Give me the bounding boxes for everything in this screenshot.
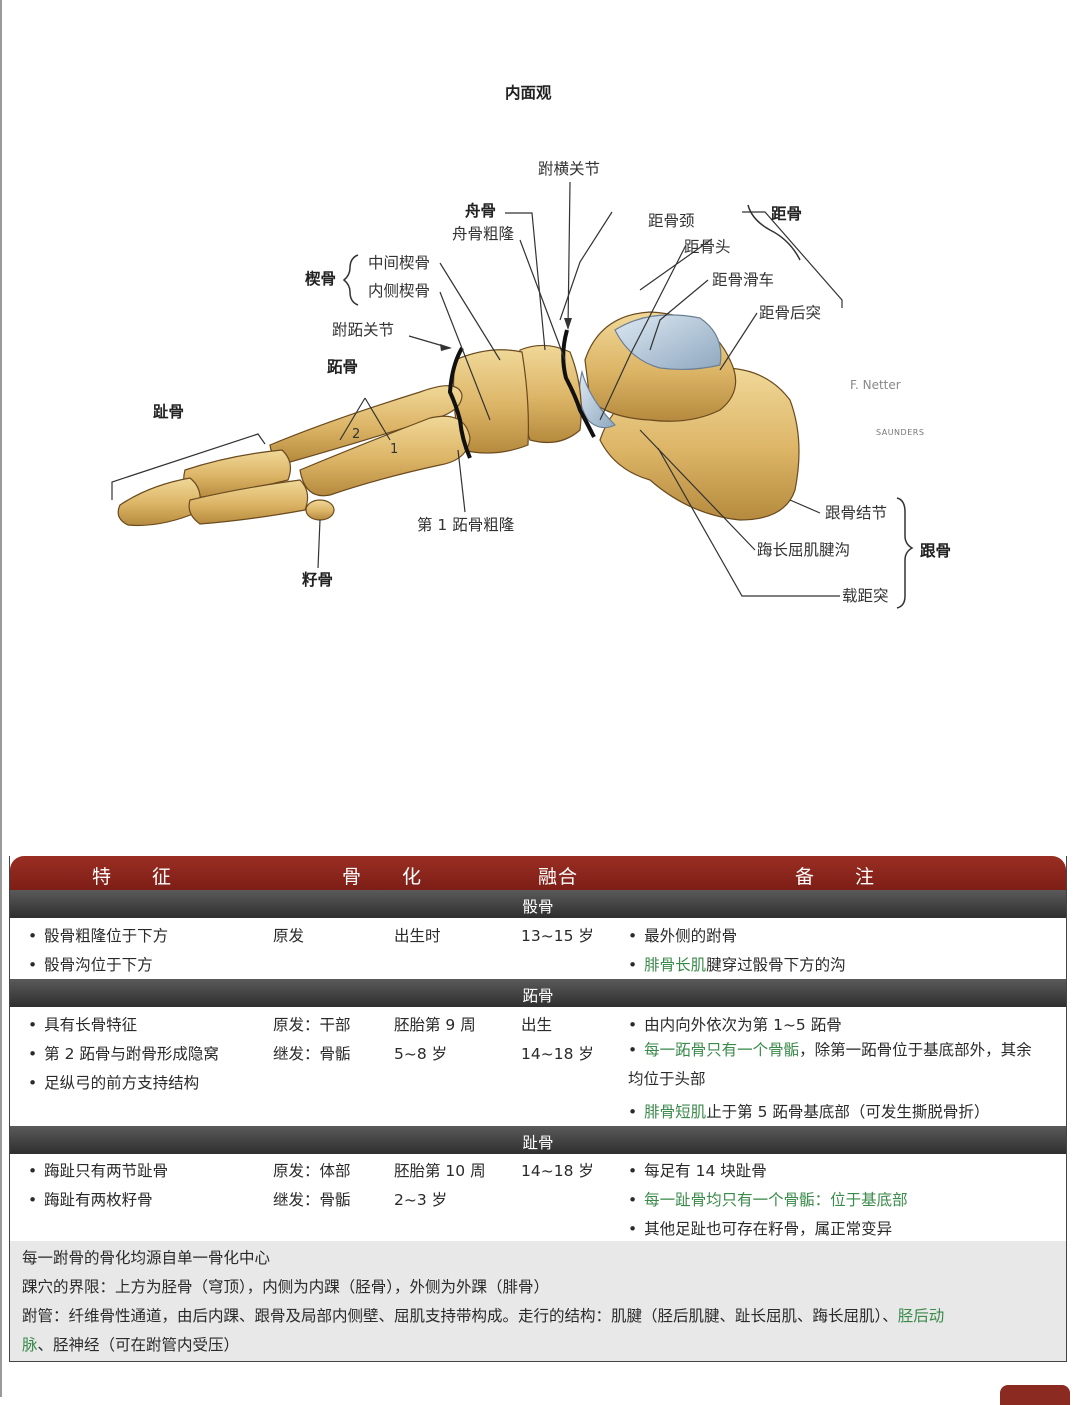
label-metatarsal-2: 2: [352, 427, 361, 442]
label-cuneiform: 楔骨: [305, 270, 337, 288]
note-item: 最外侧的跗骨: [628, 924, 737, 946]
feature-item: 足纵弓的前方支持结构: [28, 1071, 199, 1093]
ossification-type: 原发: [273, 927, 305, 945]
note-item: 其他足趾也可存在籽骨，属正常变异: [628, 1217, 892, 1239]
ossification-type: 继发：骨骺: [273, 1191, 351, 1209]
section-cuboid: 骰骨: [10, 890, 1066, 918]
fusion-time: 14~18 岁: [521, 1045, 594, 1063]
label-talus-trochlea: 距骨滑车: [712, 271, 775, 289]
fusion-time: 出生: [521, 1016, 553, 1034]
label-calcaneal-tuberosity: 跟骨结节: [825, 504, 888, 522]
label-metatarsal-1: 1: [390, 442, 399, 457]
note-item: 由内向外依次为第 1~5 跖骨: [628, 1013, 842, 1035]
label-sustentaculum-tali: 载距突: [842, 587, 889, 605]
label-tarsometatarsal-joint: 跗跖关节: [332, 321, 395, 339]
hallux-phalanx: [188, 479, 309, 525]
section-phalanges: 趾骨: [10, 1126, 1066, 1154]
tarsometatarsal-joint-line: [447, 346, 472, 459]
header-features: 特 征: [92, 866, 173, 888]
footnote-line: 每一跗骨的骨化均源自单一骨化中心: [22, 1249, 271, 1267]
section-title: 趾骨: [522, 1134, 554, 1152]
fusion-time: 13~15 岁: [521, 927, 594, 945]
braces: [342, 204, 914, 609]
page-edge: [0, 0, 2, 1397]
label-phalanges: 趾骨: [153, 403, 185, 421]
metatarsal-1-shape: [299, 415, 471, 497]
label-first-metatarsal-tuberosity: 第 1 跖骨粗隆: [417, 516, 515, 534]
section-metatarsals: 跖骨: [10, 979, 1066, 1007]
talus-trochlea-cartilage: [614, 314, 722, 371]
label-fhl-groove: 踇长屈肌腱沟: [757, 541, 851, 559]
feature-item: 骰骨粗隆位于下方: [28, 924, 168, 946]
feature-item: 骰骨沟位于下方: [28, 953, 153, 975]
header-notes: 备 注: [795, 866, 876, 888]
section-title: 跖骨: [522, 987, 554, 1005]
leader-lines: [111, 181, 843, 597]
label-talus-neck: 距骨颈: [648, 212, 695, 230]
feature-item: 踇趾有两枚籽骨: [28, 1188, 153, 1210]
page-number-tab: [1000, 1385, 1070, 1405]
footnote-line: 脉、胫神经（可在跗管内受压）: [22, 1336, 240, 1354]
label-navicular: 舟骨: [465, 202, 497, 220]
feature-item: 踇趾只有两节趾骨: [28, 1159, 168, 1181]
figure-title: 内面观: [505, 84, 552, 102]
foot-bones-drawing: [111, 181, 914, 609]
label-tarsal-transverse-joint: 跗横关节: [538, 160, 601, 178]
ossification-type: 原发：干部: [273, 1016, 351, 1034]
label-sesamoid: 籽骨: [302, 571, 334, 589]
ossification-type: 原发：体部: [273, 1162, 351, 1180]
distal-phalanges: [117, 477, 201, 527]
feature-item: 第 2 跖骨与跗骨形成隐窝: [28, 1042, 219, 1064]
label-medial-cuneiform: 内侧楔骨: [368, 282, 431, 300]
note-item: 腓骨短肌止于第 5 跖骨基底部（可发生撕脱骨折）: [628, 1100, 989, 1122]
footnote-line: 跗管：纤维骨性通道，由后内踝、跟骨及局部内侧壁、屈肌支持带构成。走行的结构：肌腱…: [22, 1307, 945, 1325]
header-fusion: 融合: [538, 866, 579, 888]
label-calcaneus: 跟骨: [920, 542, 952, 560]
header-ossification: 骨 化: [342, 866, 423, 888]
foot-illustration: 内面观 跗横关节 舟骨 舟骨粗隆 距骨 距骨颈 距骨头 距骨滑车 距骨后突 楔骨…: [0, 0, 1080, 640]
label-talus-posterior-process: 距骨后突: [759, 304, 822, 322]
label-metatarsal: 跖骨: [327, 358, 359, 376]
netter-signature: F. Netter: [850, 378, 901, 392]
ossification-time: 2~3 岁: [394, 1191, 448, 1209]
sesamoid-shape: [305, 499, 335, 521]
ossification-time: 胚胎第 9 周: [394, 1016, 476, 1034]
feature-item: 具有长骨特征: [28, 1013, 137, 1035]
note-item: 每一趾骨均只有一个骨骺：位于基底部: [628, 1188, 908, 1210]
table-header: 特 征 骨 化 融合 备 注: [10, 856, 1066, 890]
label-talus-head: 距骨头: [684, 238, 731, 256]
note-item: 每一跖骨只有一个骨骺，除第一跖骨位于基底部外，其余均位于头部: [628, 1036, 1038, 1094]
section-title: 骰骨: [522, 898, 554, 916]
label-intermediate-cuneiform: 中间楔骨: [368, 254, 431, 272]
ossification-time: 5~8 岁: [394, 1045, 448, 1063]
bone-feature-table: 特 征 骨 化 融合 备 注 骰骨 骰骨粗隆位于下方 骰骨沟位于下方 原发 出生…: [9, 856, 1067, 1362]
label-talus: 距骨: [771, 205, 803, 223]
label-navicular-tuberosity: 舟骨粗隆: [452, 225, 515, 243]
ossification-time: 胚胎第 10 周: [394, 1162, 486, 1180]
fusion-time: 14~18 岁: [521, 1162, 594, 1180]
ossification-time: 出生时: [394, 927, 441, 945]
ossification-type: 继发：骨骺: [273, 1045, 351, 1063]
note-item: 每足有 14 块趾骨: [628, 1159, 767, 1181]
note-item: 腓骨长肌腱穿过骰骨下方的沟: [628, 953, 846, 975]
table-footnotes: 每一跗骨的骨化均源自单一骨化中心 踝穴的界限：上方为胫骨（穹顶），内侧为内踝（胫…: [10, 1241, 1066, 1361]
publisher-mark: SAUNDERS: [876, 428, 925, 437]
footnote-line: 踝穴的界限：上方为胫骨（穹顶），内侧为内踝（胫骨），外侧为外踝（腓骨）: [22, 1278, 550, 1296]
